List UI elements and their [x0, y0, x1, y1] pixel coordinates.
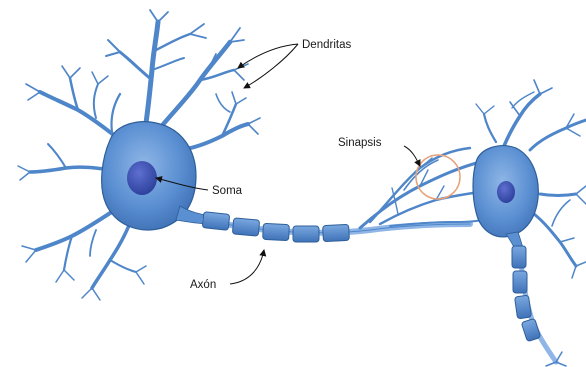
axon-label: Axón — [190, 279, 216, 291]
myelin-segment — [293, 226, 319, 242]
synapse-callout: Sinapsis — [338, 137, 420, 166]
soma-label: Soma — [212, 185, 243, 197]
left-nucleus — [127, 161, 157, 195]
myelin-segment — [323, 224, 350, 241]
myelin-segment — [513, 271, 527, 293]
myelin-segment — [232, 218, 259, 236]
myelin-segment — [202, 212, 230, 231]
dendrites-callout: Dendritas — [238, 39, 351, 88]
left-soma — [102, 122, 210, 230]
myelin-segment — [521, 318, 540, 341]
right-axon — [512, 246, 566, 366]
myelin-segment — [515, 295, 532, 319]
myelin-segment — [263, 223, 290, 240]
dendrites-label: Dendritas — [302, 39, 351, 51]
right-nucleus — [497, 181, 515, 203]
right-soma — [473, 146, 538, 252]
axon-callout: Axón — [190, 250, 264, 291]
myelin-segment — [512, 246, 526, 268]
axon-terminals — [360, 148, 482, 228]
synapse-label: Sinapsis — [338, 137, 382, 149]
myelin-sheath — [202, 212, 349, 242]
